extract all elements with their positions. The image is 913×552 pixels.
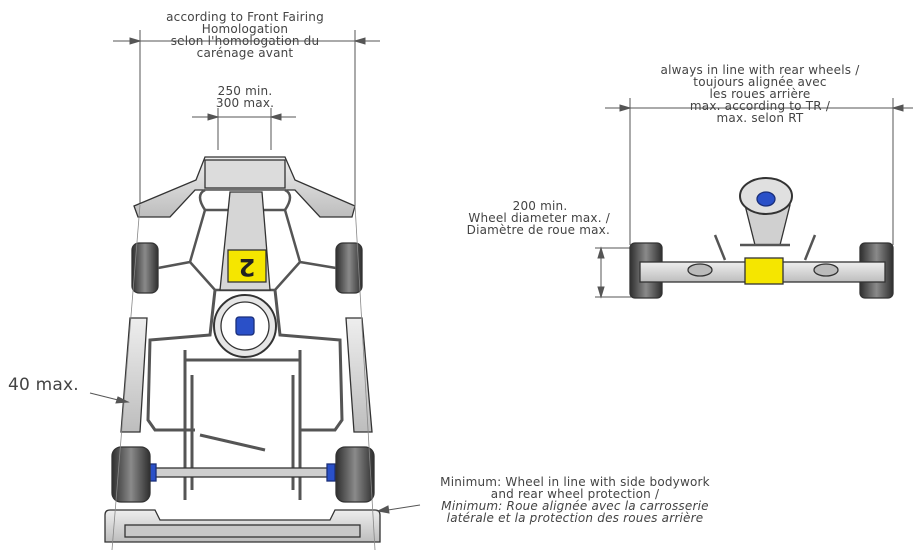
side-leader — [89, 392, 130, 404]
front-left-wheel — [131, 242, 159, 294]
rear-bumper — [104, 509, 381, 543]
rear-height-note-line1: 200 min. — [512, 199, 568, 213]
rear-height-note-line2: Wheel diameter max. / — [468, 211, 610, 225]
rear-axle — [149, 467, 341, 478]
fairing-note-line4: carénage avant — [196, 46, 294, 60]
bottom-note-line2: and rear wheel protection / — [490, 487, 660, 501]
bottom-note-line3: Minimum: Roue alignée avec la carrosseri… — [441, 499, 709, 513]
bottom-note-line1: Minimum: Wheel in line with side bodywor… — [440, 475, 710, 489]
front-fairing — [133, 156, 356, 218]
steering-wheel — [213, 294, 277, 358]
rear-number-plate — [744, 257, 784, 285]
rear-top-note: always in line with rear wheels / toujou… — [600, 64, 913, 124]
nose-width-max: 300 max. — [215, 96, 275, 110]
rear-width-dimension — [605, 98, 913, 245]
bottom-note-leader — [376, 504, 421, 514]
nose-width-note: 250 min. 300 max. — [195, 85, 295, 109]
number-plate-digit: 2 — [239, 253, 256, 281]
front-right-wheel — [335, 242, 363, 294]
alignment-lines — [111, 204, 376, 551]
rear-top-note-line3: les roues arrière — [709, 87, 811, 101]
nose-width-dimension — [192, 108, 296, 150]
rear-top-note-line1: always in line with rear wheels / — [660, 63, 860, 77]
nose-width-min: 250 min. — [217, 84, 273, 98]
rear-top-note-line5: max. selon RT — [716, 111, 804, 125]
rear-height-note-line3: Diamètre de roue max. — [466, 223, 610, 237]
kart-rear-view — [629, 177, 894, 299]
fairing-dimension — [113, 30, 380, 205]
fairing-note: according to Front Fairing Homologation … — [110, 11, 380, 59]
kart-top-view — [104, 156, 381, 543]
rear-right-wheel — [335, 446, 375, 503]
rear-top-note-line2: toujours alignée avec — [693, 75, 827, 89]
rear-top-note-line4: max. according to TR / — [689, 99, 831, 113]
bottom-note-line4: latérale et la protection des roues arri… — [446, 511, 704, 525]
number-plate — [227, 249, 267, 283]
fairing-note-line1: according to Front Fairing — [166, 10, 324, 24]
side-max-label: 40 max. — [8, 375, 79, 395]
rear-height-note: 200 min. Wheel diameter max. / Diamètre … — [430, 200, 610, 236]
bottom-note: Minimum: Wheel in line with side bodywor… — [415, 476, 735, 524]
side-pod-right — [345, 317, 373, 433]
fairing-note-line2: Homologation — [201, 22, 289, 36]
side-pod-left — [120, 317, 148, 433]
rear-left-wheel — [111, 446, 151, 503]
fairing-note-line3: selon l'homologation du — [170, 34, 320, 48]
